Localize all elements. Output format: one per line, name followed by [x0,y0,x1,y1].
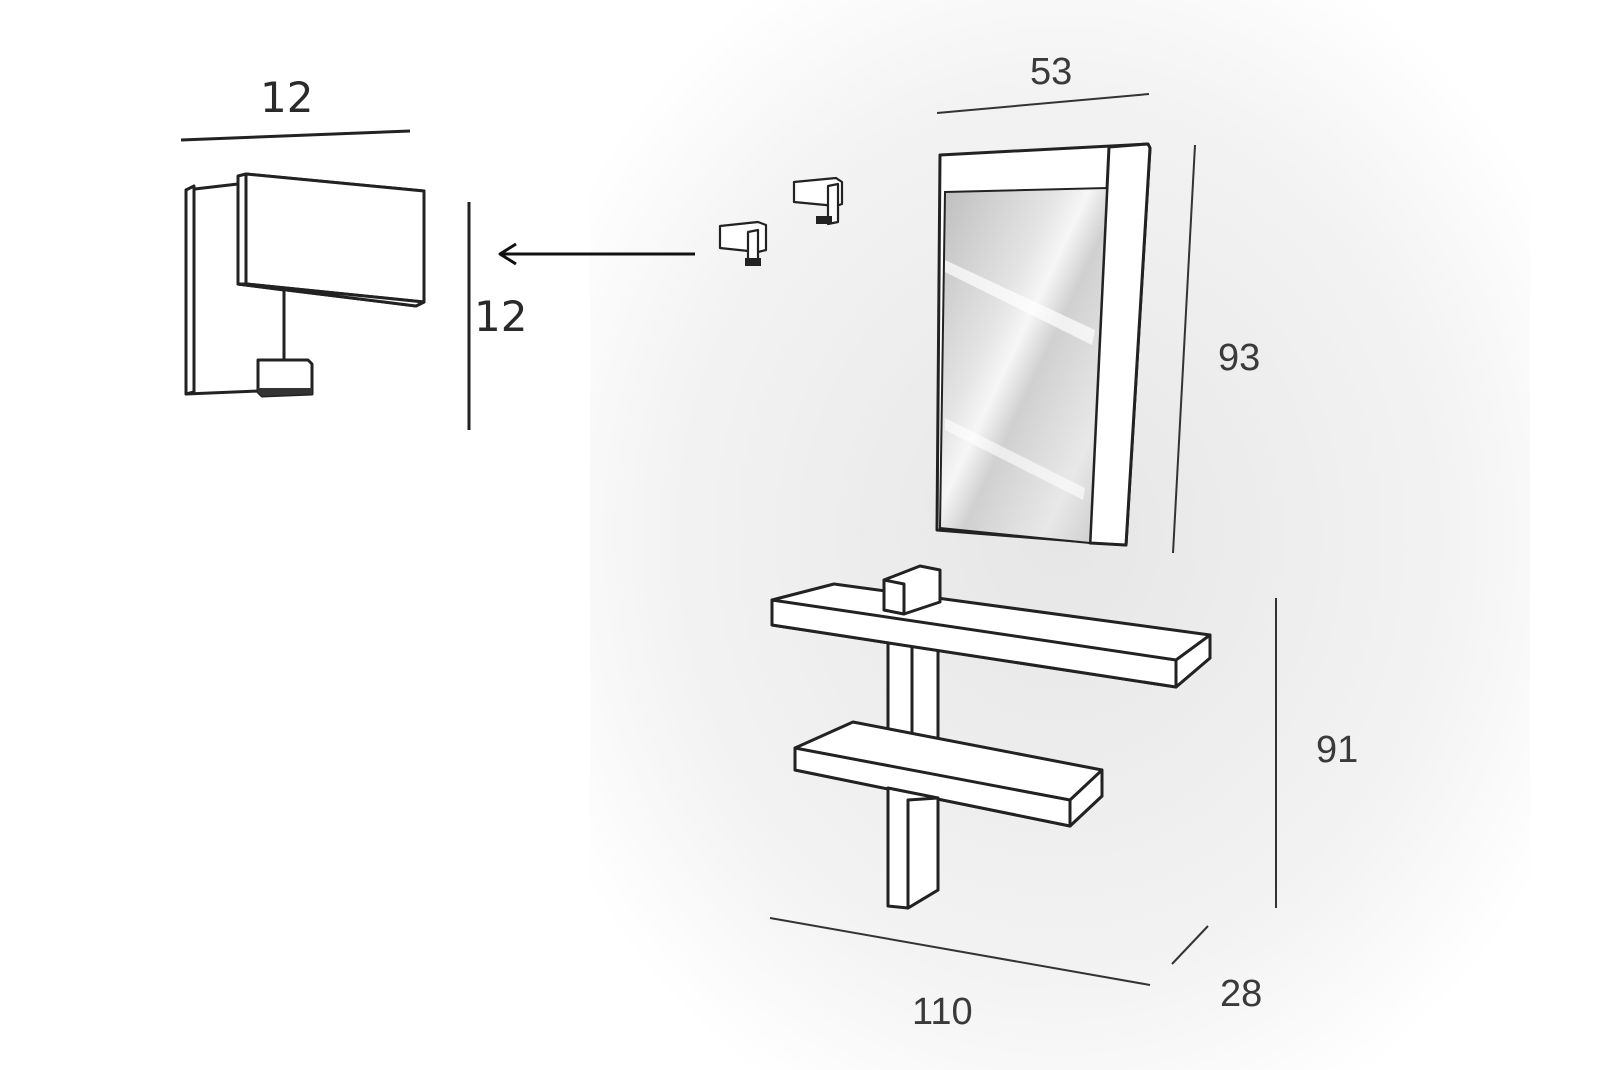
mirror-height-dimension-line [1172,144,1196,554]
hook-detail: 12 12 [180,73,695,430]
hook-top-block-bottom [236,282,426,308]
mirror-glass [938,186,1109,545]
hook-width-dimension-line [180,129,411,142]
console-depth-dimension-line [1171,925,1209,965]
mirror-width-dimension-line [936,93,1150,114]
mirror-width-label: 53 [1030,51,1072,93]
small-hook-1 [718,220,768,266]
hook-width-label: 12 [260,73,313,122]
console-width-label: 110 [912,991,973,1033]
hook-knob-shade [258,388,312,396]
console-depth-label: 28 [1220,973,1262,1015]
hook-height-label: 12 [474,292,527,341]
mirror-height-label: 93 [1218,337,1260,379]
hook-back-plate-edge [184,184,196,396]
console-shelf-unit: 91 110 28 [769,564,1358,1033]
mirror: 53 93 [935,51,1260,554]
hook-top-block-front [244,172,426,304]
small-hook-2 [792,176,844,226]
detail-arrow-head [498,242,517,266]
console-width-dimension-line [769,917,1151,986]
console-height-label: 91 [1316,729,1358,771]
